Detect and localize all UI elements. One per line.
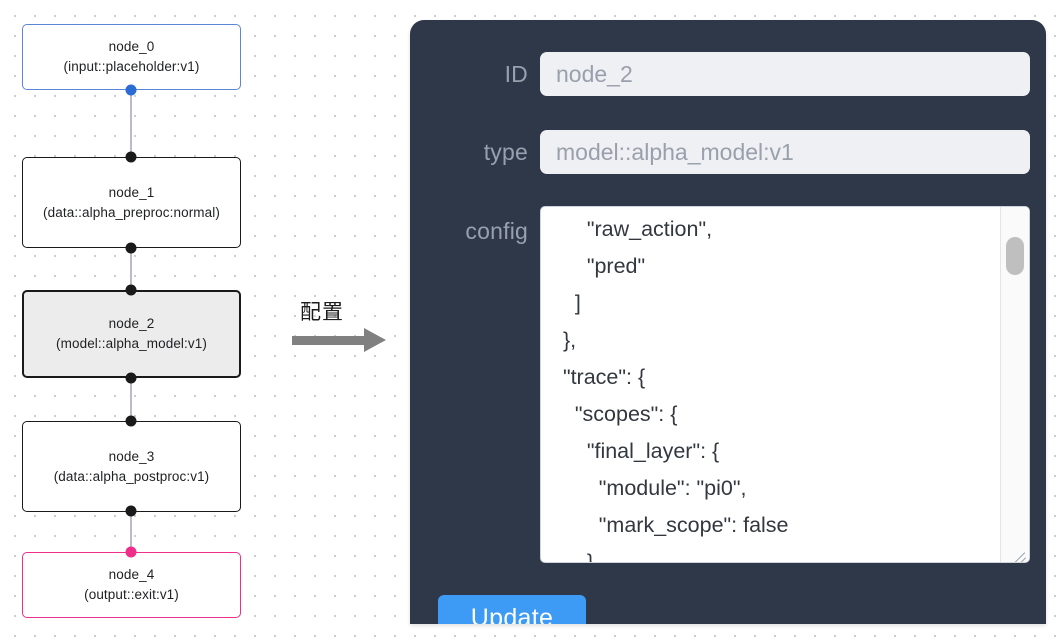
config-scrollbar[interactable] bbox=[1000, 207, 1029, 562]
config-scrollbar-thumb[interactable] bbox=[1006, 237, 1024, 275]
config-textarea-wrapper[interactable]: "raw_action", "pred" ] }, "trace": { "sc… bbox=[540, 206, 1030, 563]
node-title: node_2 bbox=[108, 316, 155, 331]
edge-node2-node3 bbox=[130, 378, 132, 421]
edge-node3-node4 bbox=[130, 511, 132, 552]
node_3-target-handle[interactable] bbox=[125, 415, 137, 427]
node-label: node_1 (data::alpha_preproc:normal) bbox=[43, 183, 220, 223]
graph-node-node_3[interactable]: node_3 (data::alpha_postproc:v1) bbox=[22, 421, 241, 512]
node-subtitle: (output::exit:v1) bbox=[84, 587, 179, 602]
node-title: node_4 bbox=[108, 567, 155, 582]
graph-node-node_0[interactable]: node_0 (input::placeholder:v1) bbox=[22, 24, 241, 90]
node_2-target-handle[interactable] bbox=[125, 284, 137, 296]
node-label: node_3 (data::alpha_postproc:v1) bbox=[54, 447, 210, 487]
type-input[interactable] bbox=[540, 130, 1030, 174]
id-field-row: ID bbox=[410, 52, 1046, 96]
node_1-target-handle[interactable] bbox=[125, 151, 137, 163]
node-label: node_0 (input::placeholder:v1) bbox=[64, 37, 200, 77]
node_4-target-handle[interactable] bbox=[125, 546, 137, 558]
annotation-arrow-label: 配置 bbox=[300, 300, 344, 324]
type-field-label: type bbox=[483, 138, 528, 165]
graph-node-node_4[interactable]: node_4 (output::exit:v1) bbox=[22, 552, 241, 618]
resize-grip-icon[interactable] bbox=[1011, 545, 1027, 562]
node-title: node_1 bbox=[108, 184, 155, 200]
node-subtitle: (data::alpha_postproc:v1) bbox=[53, 468, 210, 484]
id-field-label: ID bbox=[504, 60, 528, 87]
node_3-source-handle[interactable] bbox=[125, 505, 137, 517]
edge-node0-node1 bbox=[130, 89, 132, 157]
arrow-right-icon bbox=[292, 336, 367, 345]
node_1-source-handle[interactable] bbox=[125, 242, 137, 254]
type-field-row: type bbox=[410, 130, 1046, 174]
node-label: node_4 (output::exit:v1) bbox=[84, 565, 179, 605]
arrow-head-icon bbox=[364, 328, 386, 352]
graph-node-node_1[interactable]: node_1 (data::alpha_preproc:normal) bbox=[22, 157, 241, 248]
id-input[interactable] bbox=[540, 52, 1030, 96]
update-button[interactable]: Update bbox=[438, 595, 586, 624]
node-title: node_3 bbox=[108, 448, 155, 464]
node_2-source-handle[interactable] bbox=[125, 372, 137, 384]
annotation-arrow-group: 配置 bbox=[292, 296, 402, 366]
edge-node1-node2 bbox=[130, 248, 132, 290]
node-label: node_2 (model::alpha_model:v1) bbox=[56, 314, 207, 354]
node-subtitle: (data::alpha_preproc:normal) bbox=[43, 204, 220, 220]
node-title: node_0 bbox=[108, 39, 155, 54]
config-field-row: config "raw_action", "pred" ] }, "trace"… bbox=[410, 206, 1046, 566]
node-config-panel: ID type config "raw_action", "pred" ] },… bbox=[410, 20, 1046, 624]
node_0-source-handle[interactable] bbox=[125, 84, 137, 96]
config-field-label: config bbox=[465, 218, 528, 244]
node-subtitle: (model::alpha_model:v1) bbox=[56, 336, 207, 351]
config-textarea[interactable]: "raw_action", "pred" ] }, "trace": { "sc… bbox=[562, 217, 789, 563]
node-subtitle: (input::placeholder:v1) bbox=[63, 59, 200, 74]
graph-node-node_2[interactable]: node_2 (model::alpha_model:v1) bbox=[22, 290, 241, 378]
